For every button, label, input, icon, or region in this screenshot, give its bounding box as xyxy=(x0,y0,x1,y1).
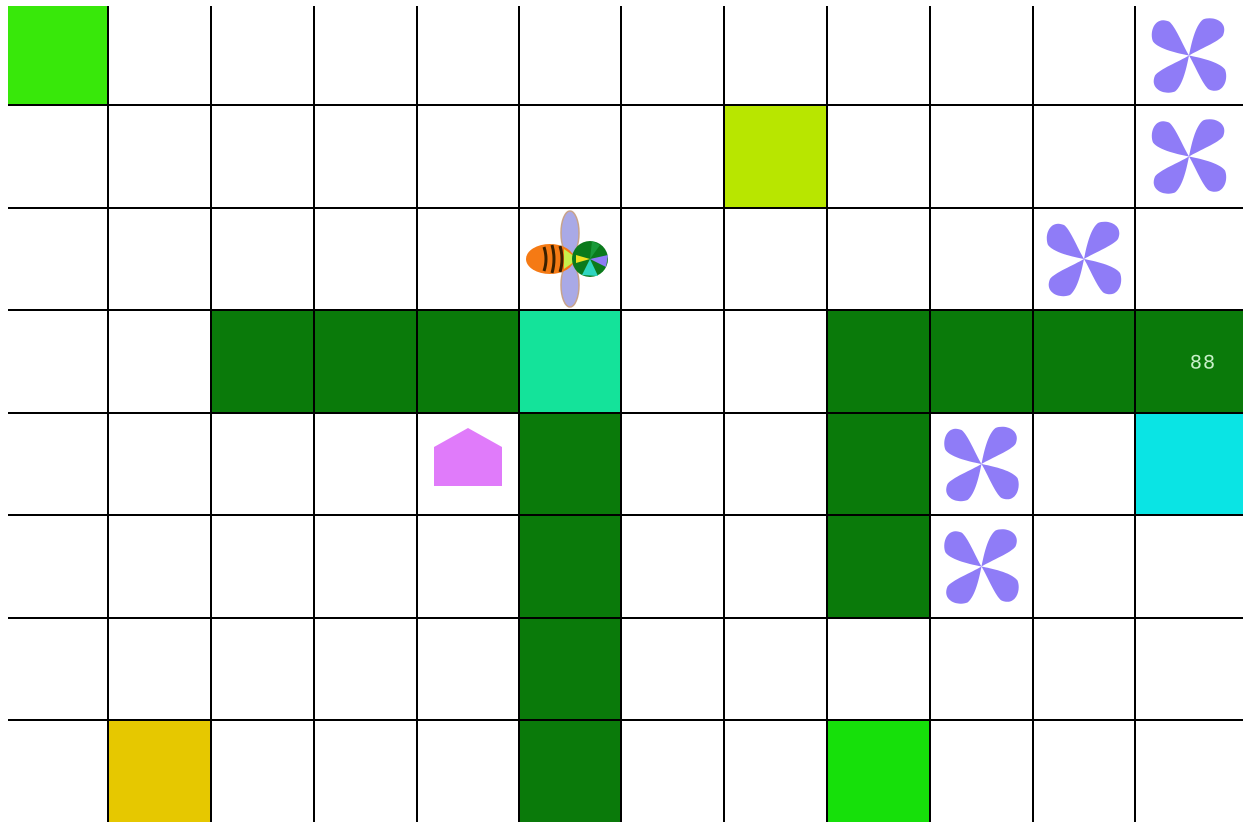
wall-cell xyxy=(519,515,621,618)
cell-label: 88 xyxy=(1190,352,1216,374)
grid-line-horizontal xyxy=(8,309,1243,311)
wall-cell xyxy=(417,310,519,413)
wall-cell xyxy=(519,413,621,515)
grid-line-horizontal xyxy=(8,412,1243,414)
wall-cell xyxy=(519,618,621,720)
grid-line-horizontal xyxy=(8,719,1243,721)
colored-cell xyxy=(8,6,108,105)
wall-cell xyxy=(930,310,1033,413)
grid-line-horizontal xyxy=(8,207,1243,209)
wall-cell xyxy=(211,310,314,413)
grid-line-horizontal xyxy=(8,104,1243,106)
wall-cell xyxy=(827,515,930,618)
colored-cell xyxy=(1135,413,1243,515)
wall-cell xyxy=(1033,310,1135,413)
wall-cell xyxy=(519,720,621,822)
colored-cell xyxy=(724,105,827,208)
colored-cell xyxy=(827,720,930,822)
grid-line-horizontal xyxy=(8,617,1243,619)
grid-line-horizontal xyxy=(8,514,1243,516)
wall-cell xyxy=(827,413,930,515)
wall-cell xyxy=(827,310,930,413)
colored-cell xyxy=(519,310,621,413)
colored-cell xyxy=(108,720,211,822)
wall-cell xyxy=(314,310,417,413)
